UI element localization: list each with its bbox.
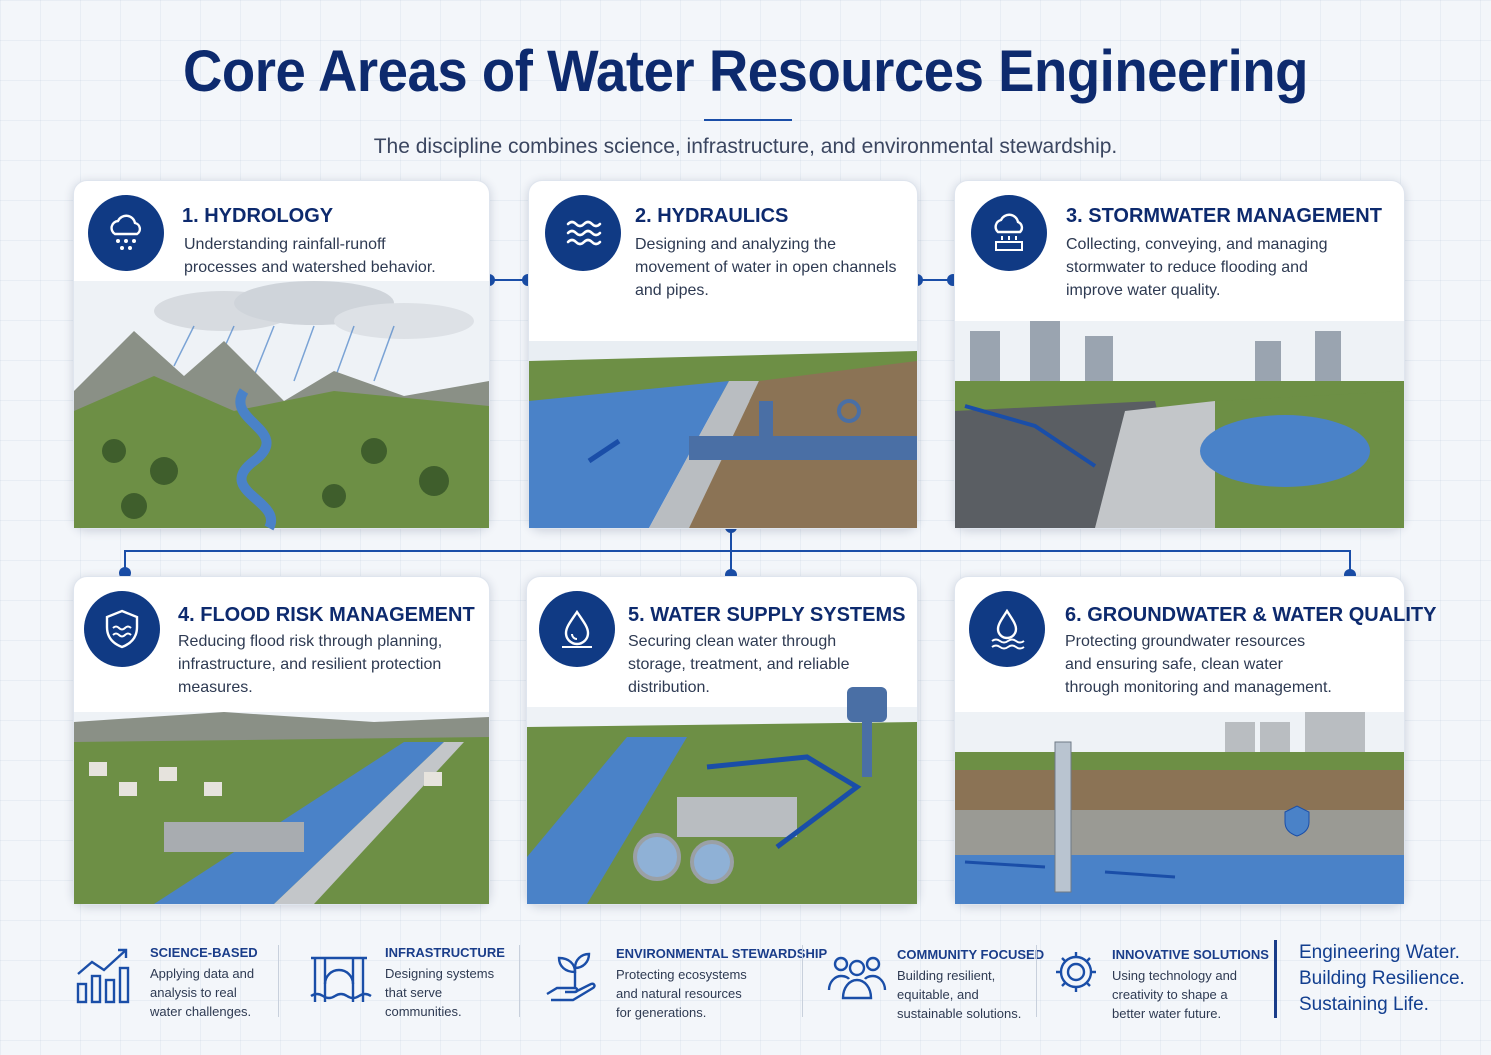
- card-water-supply: 5. WATER SUPPLY SYSTEMS Securing clean w…: [526, 576, 918, 905]
- page-subtitle: The discipline combines science, infrast…: [373, 135, 1118, 158]
- connector-left: [124, 550, 126, 572]
- feature-description: Protecting ecosystems and natural resour…: [616, 967, 747, 1020]
- divider: [519, 945, 520, 1017]
- tagline-line: Sustaining Life.: [1299, 994, 1429, 1015]
- groundwater-illustration: [955, 712, 1404, 904]
- connector-2-3: [918, 279, 954, 281]
- card-title: 1. HYDROLOGY: [182, 205, 334, 227]
- feature-title: COMMUNITY FOCUSED: [897, 947, 1045, 962]
- bar-chart-icon: [72, 944, 136, 1008]
- card-title: 3. STORMWATER MANAGEMENT: [1066, 205, 1382, 227]
- stormwater-illustration: [955, 321, 1404, 528]
- water-drop-icon: [539, 591, 615, 667]
- feature-title: INNOVATIVE SOLUTIONS: [1112, 947, 1269, 962]
- waves-icon: [545, 195, 621, 271]
- card-description: Protecting groundwater resources and ens…: [1065, 633, 1332, 696]
- card-description: Collecting, conveying, and managing stor…: [1066, 236, 1328, 299]
- card-hydraulics: 2. HYDRAULICS Designing and analyzing th…: [528, 180, 918, 529]
- card-flood-risk: 4. FLOOD RISK MANAGEMENT Reducing flood …: [73, 576, 490, 905]
- card-stormwater: 3. STORMWATER MANAGEMENT Collecting, con…: [954, 180, 1405, 529]
- people-icon: [825, 944, 889, 1008]
- gear-icon: [1050, 944, 1114, 1008]
- rain-cloud-icon: [88, 195, 164, 271]
- hydrology-illustration: [74, 281, 489, 531]
- title-underline: [704, 119, 792, 121]
- card-title: 5. WATER SUPPLY SYSTEMS: [628, 604, 906, 626]
- card-title: 6. GROUNDWATER & WATER QUALITY: [1065, 604, 1437, 626]
- feature-title: INFRASTRUCTURE: [385, 945, 505, 960]
- feature-title: SCIENCE-BASED: [150, 945, 258, 960]
- feature-description: Building resilient, equitable, and susta…: [897, 968, 1022, 1021]
- card-title: 4. FLOOD RISK MANAGEMENT: [178, 604, 475, 626]
- card-description: Reducing flood risk through planning, in…: [178, 633, 443, 696]
- storm-drain-icon: [971, 195, 1047, 271]
- feature-title: ENVIRONMENTAL STEWARDSHIP: [616, 946, 828, 961]
- bridge-icon: [307, 944, 372, 1008]
- divider: [278, 945, 279, 1017]
- tagline-line: Building Resilience.: [1299, 968, 1465, 989]
- card-description: Understanding rainfall-runoff processes …: [184, 236, 436, 276]
- card-groundwater: 6. GROUNDWATER & WATER QUALITY Protectin…: [954, 576, 1436, 905]
- hydraulics-illustration: [529, 341, 917, 528]
- card-description: Designing and analyzing the movement of …: [635, 236, 897, 299]
- connector-right: [1349, 550, 1351, 572]
- feature-description: Applying data and analysis to real water…: [150, 966, 255, 1019]
- tagline: Engineering Water. Building Resilience. …: [1274, 940, 1465, 1018]
- divider: [802, 945, 803, 1017]
- card-hydrology: 1. HYDROLOGY Understanding rainfall-runo…: [73, 180, 490, 531]
- card-title: 2. HYDRAULICS: [635, 205, 789, 227]
- tagline-line: Engineering Water.: [1299, 942, 1460, 963]
- flood-risk-illustration: [74, 712, 489, 904]
- connector-1-2: [489, 279, 529, 281]
- card-description: Securing clean water through storage, tr…: [628, 633, 850, 696]
- shield-waves-icon: [84, 591, 160, 667]
- water-supply-illustration: [527, 687, 917, 904]
- page-title: Core Areas of Water Resources Engineerin…: [183, 39, 1308, 104]
- divider: [1036, 945, 1037, 1017]
- feature-description: Designing systems that serve communities…: [385, 966, 495, 1019]
- drop-waves-icon: [969, 591, 1045, 667]
- connector-branch: [124, 550, 1351, 552]
- plant-hand-icon: [543, 944, 607, 1008]
- feature-description: Using technology and creativity to shape…: [1112, 968, 1238, 1021]
